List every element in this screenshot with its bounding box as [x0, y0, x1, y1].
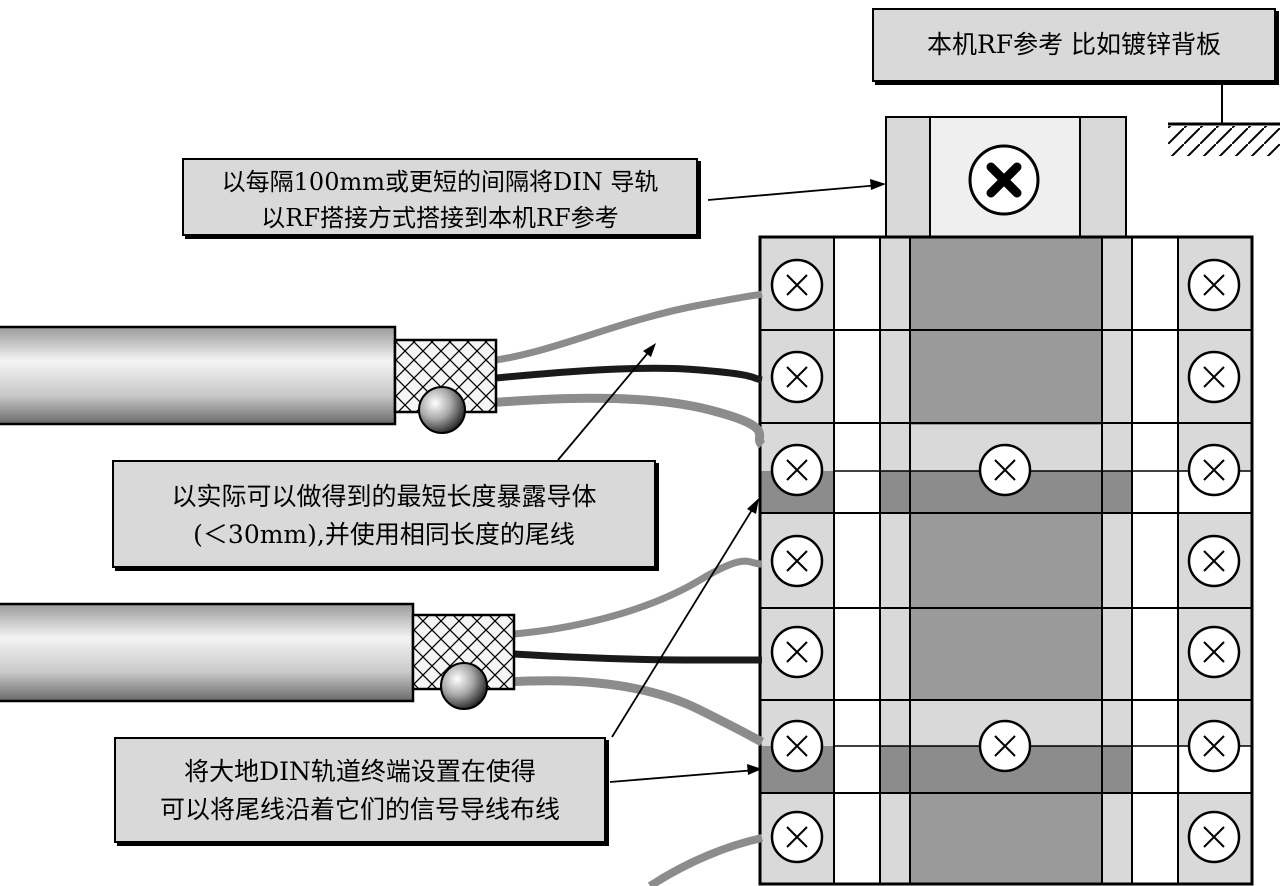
terminal-screws — [770, 258, 1241, 864]
upper-shielded-cable — [0, 290, 766, 449]
screw-icon — [1187, 534, 1241, 588]
din-rail-bonding-label: 以每隔100mm或更短的间隔将DIN 导轨 以RF搭接方式搭接到本机RF参考 — [182, 158, 698, 236]
screw-icon — [770, 534, 824, 588]
rf-reference-label: 本机RF参考 比如镀锌背板 — [872, 8, 1276, 82]
screw-icon — [978, 443, 1032, 497]
main-screw-icon — [968, 144, 1040, 216]
screw-icon — [770, 443, 824, 497]
earth-terminal-label: 将大地DIN轨道终端设置在使得 可以将尾线沿着它们的信号导线布线 — [114, 737, 606, 843]
screw-icon — [1187, 719, 1241, 773]
din-rail-terminal-block — [758, 235, 1254, 886]
screw-icon — [770, 350, 824, 404]
screw-icon — [1187, 350, 1241, 404]
rf-reference-text: 本机RF参考 比如镀锌背板 — [926, 30, 1222, 59]
screw-icon — [770, 258, 824, 312]
screw-icon — [978, 719, 1032, 773]
screw-icon — [1187, 625, 1241, 679]
lower-shielded-cable — [0, 557, 765, 886]
screw-icon — [770, 810, 824, 864]
din-rail-bonding-line1: 以每隔100mm或更短的间隔将DIN 导轨 — [221, 168, 659, 196]
leader-lines — [557, 179, 886, 783]
screw-icon — [770, 719, 824, 773]
exposed-conductor-label: 以实际可以做得到的最短长度暴露导体 (＜30mm),并使用相同长度的尾线 — [112, 460, 656, 568]
din-rail-bonding-line2: 以RF搭接方式搭接到本机RF参考 — [261, 204, 619, 232]
ground-symbol — [1168, 82, 1280, 156]
exposed-conductor-line1: 以实际可以做得到的最短长度暴露导体 — [171, 482, 597, 511]
earth-terminal-line2: 可以将尾线沿着它们的信号导线布线 — [159, 795, 560, 824]
screw-icon — [1187, 810, 1241, 864]
earth-terminal-line1: 将大地DIN轨道终端设置在使得 — [184, 757, 536, 786]
screw-icon — [770, 625, 824, 679]
exposed-conductor-line2: (＜30mm),并使用相同长度的尾线 — [193, 520, 575, 549]
screw-icon — [1187, 443, 1241, 497]
screw-icon — [1187, 258, 1241, 312]
